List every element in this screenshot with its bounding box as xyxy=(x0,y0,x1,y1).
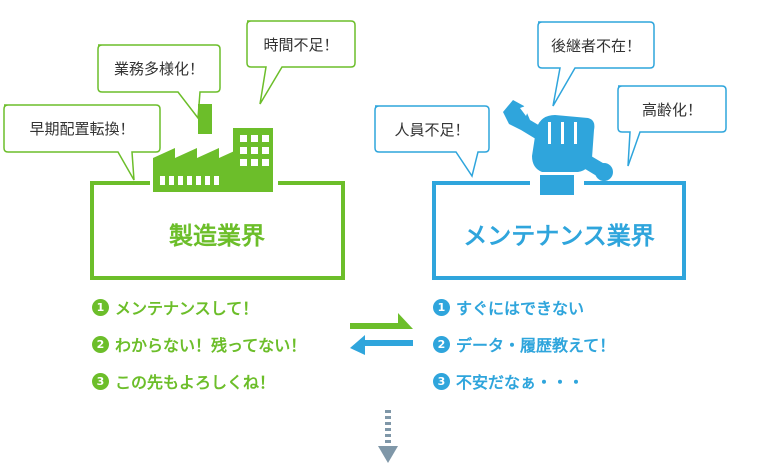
bubble-right-1-text: 人員不足！ xyxy=(394,121,469,139)
left-item-2: 2 わからない！残ってない！ xyxy=(92,332,306,356)
right-item-3-text: 不安だなぁ・・・ xyxy=(456,373,585,392)
number-badge: 3 xyxy=(433,372,450,390)
left-item-3: 3 この先もよろしくね！ xyxy=(92,369,275,393)
manufacturing-box: 製造業界 xyxy=(90,181,345,280)
bubble-right-3: 高齢化！ xyxy=(617,85,727,167)
bubble-right-2: 後継者不在！ xyxy=(537,21,655,107)
maintenance-box: メンテナンス業界 xyxy=(432,181,686,280)
left-item-1: 1 メンテナンスして！ xyxy=(92,295,258,319)
bubble-left-1: 早期配置転換！ xyxy=(3,104,161,181)
manufacturing-title: 製造業界 xyxy=(169,222,265,250)
number-badge: 2 xyxy=(92,335,109,353)
number-badge: 3 xyxy=(92,372,109,390)
wrench-fist-icon xyxy=(503,100,613,195)
bubble-right-1: 人員不足！ xyxy=(374,105,490,178)
right-item-2-text: データ・履歴教えて！ xyxy=(456,336,616,355)
number-badge: 1 xyxy=(433,298,450,316)
bubble-right-3-text: 高齢化！ xyxy=(642,101,702,119)
number-badge: 2 xyxy=(433,335,450,353)
right-item-3: 3 不安だなぁ・・・ xyxy=(433,369,584,393)
left-item-3-text: この先もよろしくね！ xyxy=(115,373,276,392)
right-item-1-text: すぐにはできない xyxy=(456,299,585,318)
right-item-1: 1 すぐにはできない xyxy=(433,295,584,319)
bubble-left-1-text: 早期配置転換！ xyxy=(29,120,134,138)
bubble-left-2: 業務多様化！ xyxy=(97,44,221,121)
exchange-arrows-icon xyxy=(350,313,413,355)
left-item-2-text: わからない！残ってない！ xyxy=(115,336,307,355)
left-item-1-text: メンテナンスして！ xyxy=(115,299,259,318)
bubble-right-2-text: 後継者不在！ xyxy=(551,37,641,55)
number-badge: 1 xyxy=(92,298,109,316)
bubble-left-2-text: 業務多様化！ xyxy=(114,60,204,78)
down-arrow-icon xyxy=(378,410,398,463)
right-item-2: 2 データ・履歴教えて！ xyxy=(433,332,615,356)
factory-icon xyxy=(153,104,273,192)
maintenance-title: メンテナンス業界 xyxy=(463,222,655,250)
bubble-left-3-text: 時間不足！ xyxy=(263,36,338,54)
bubble-left-3: 時間不足！ xyxy=(246,20,356,105)
